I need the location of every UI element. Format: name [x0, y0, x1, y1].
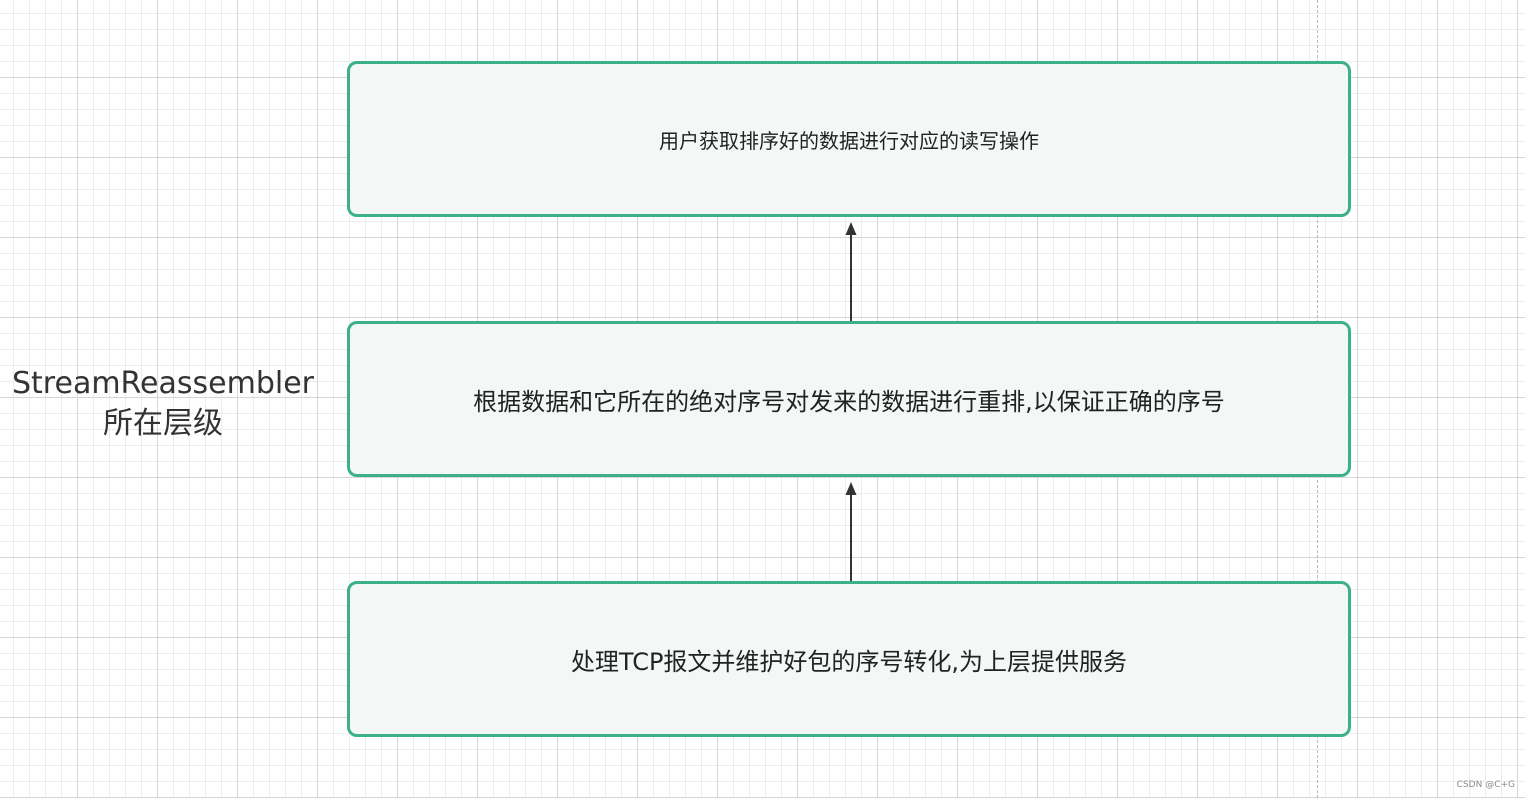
middle-layer-text: 根据数据和它所在的绝对序号对发来的数据进行重排,以保证正确的序号: [473, 387, 1225, 416]
layer-label-name: StreamReassembler: [12, 366, 314, 401]
arrow-middle-to-top: [845, 222, 857, 321]
layer-label-suffix: 所在层级: [103, 406, 223, 441]
top-layer-text: 用户获取排序好的数据进行对应的读写操作: [659, 128, 1039, 153]
bottom-layer-text: 处理TCP报文并维护好包的序号转化,为上层提供服务: [570, 647, 1128, 676]
top-layer-box[interactable]: 用户获取排序好的数据进行对应的读写操作: [347, 61, 1351, 217]
bottom-layer-box[interactable]: 处理TCP报文并维护好包的序号转化,为上层提供服务: [347, 581, 1351, 737]
watermark: CSDN @C+G: [1456, 780, 1515, 790]
layer-label: StreamReassembler 所在层级: [8, 364, 318, 444]
middle-layer-box[interactable]: 根据数据和它所在的绝对序号对发来的数据进行重排,以保证正确的序号: [347, 321, 1351, 477]
arrow-bottom-to-middle: [845, 482, 857, 581]
